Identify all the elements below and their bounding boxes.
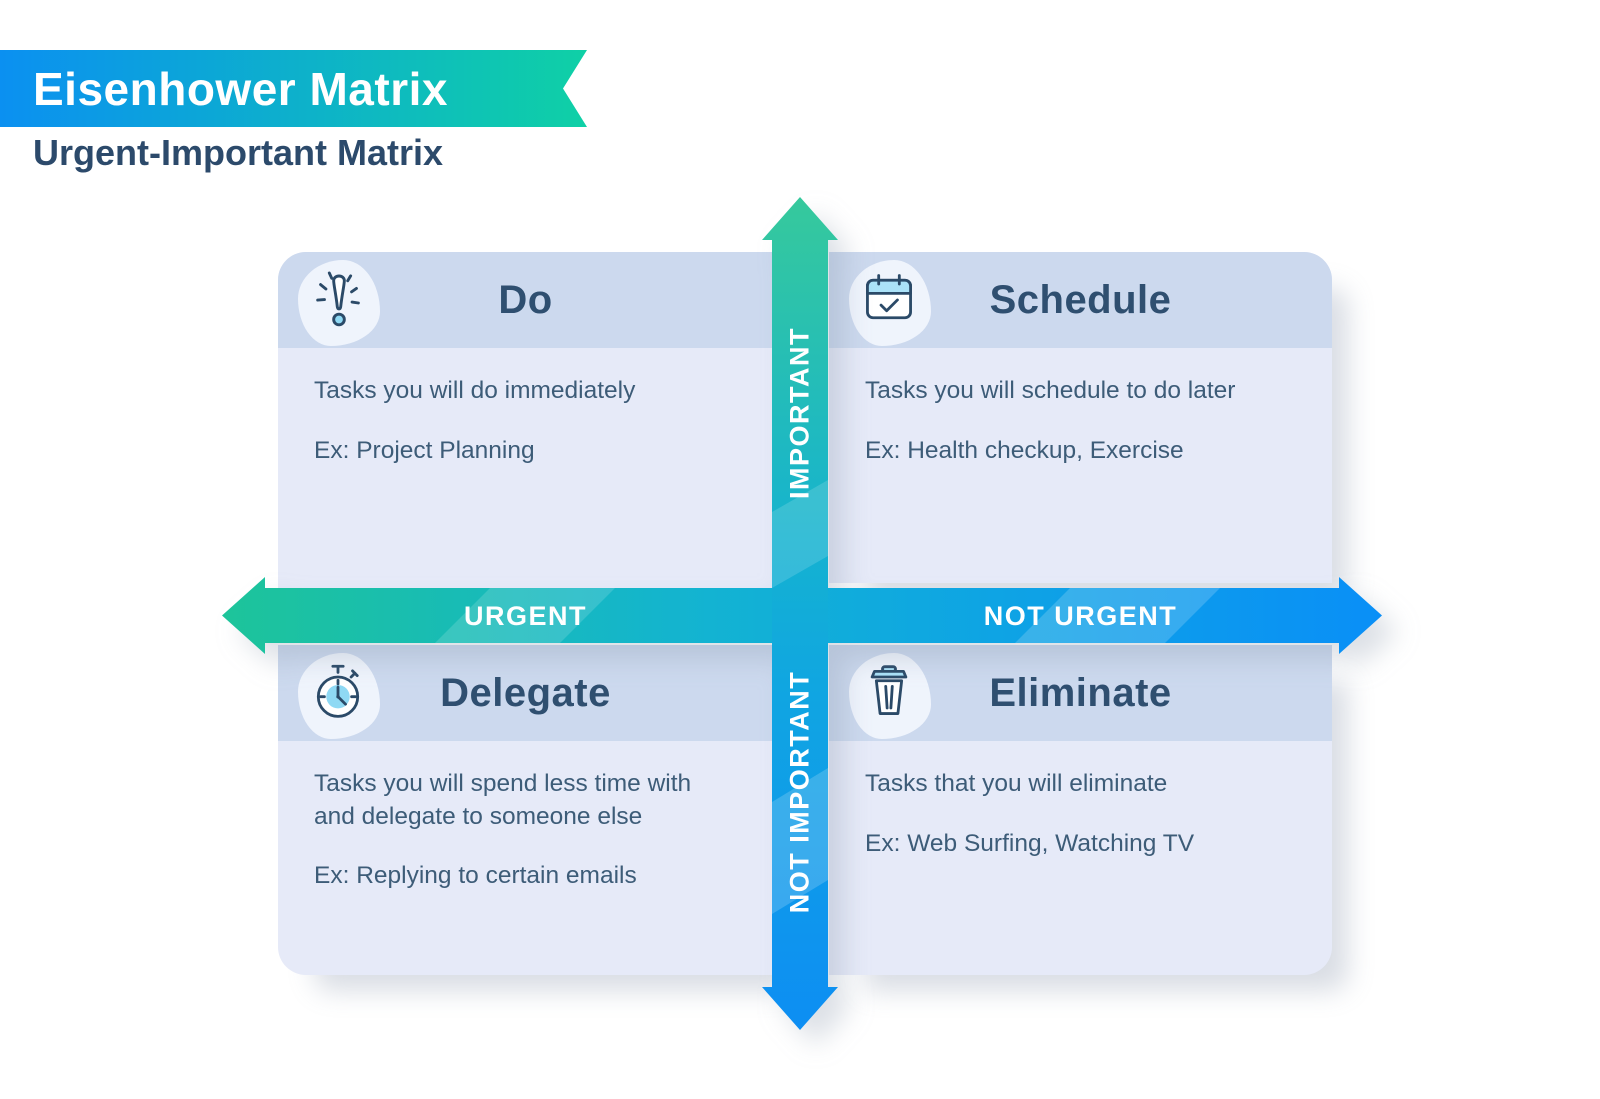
arrow-highlight	[435, 588, 615, 643]
stopwatch-icon	[298, 653, 380, 739]
page-title: Eisenhower Matrix	[33, 62, 448, 115]
quadrant-delegate-body: Tasks you will spend less time with and …	[278, 741, 773, 893]
axis-label-not-important: NOT IMPORTANT	[784, 670, 815, 914]
quadrant-do-body: Tasks you will do immediately Ex: Projec…	[278, 348, 773, 467]
quadrant-do-example: Ex: Project Planning	[314, 436, 535, 464]
quadrant-schedule-title: Schedule	[989, 278, 1172, 322]
axis-label-important: IMPORTANT	[784, 327, 815, 499]
page-subtitle: Urgent-Important Matrix	[33, 132, 444, 173]
trash-icon	[849, 653, 931, 739]
quadrant-schedule-card: Schedule Tasks you will schedule to do l…	[829, 252, 1332, 583]
quadrant-delegate-title: Delegate	[440, 671, 611, 715]
quadrant-eliminate-card: Eliminate Tasks that you will eliminate …	[829, 645, 1332, 975]
quadrant-eliminate-description: Tasks that you will eliminate	[865, 770, 1168, 797]
quadrant-do-card: Do Tasks you will do immediately Ex: Pro…	[278, 252, 773, 588]
axis-label-not-urgent: NOT URGENT	[983, 601, 1178, 631]
title-banner: Eisenhower Matrix	[0, 50, 587, 127]
quadrant-delegate-header: Delegate	[278, 645, 773, 741]
arrow-highlight	[1015, 588, 1220, 643]
quadrant-schedule-description: Tasks you will schedule to do later	[865, 377, 1236, 404]
exclamation-icon	[298, 260, 380, 346]
quadrant-delegate-card: Delegate Tasks you will spend less time …	[278, 645, 773, 975]
axis-label-urgent: URGENT	[464, 601, 587, 631]
arrow-highlight	[772, 480, 828, 588]
arrow-highlight	[772, 768, 828, 914]
quadrant-do-header: Do	[278, 252, 773, 348]
calendar-icon	[849, 260, 931, 346]
quadrant-eliminate-body: Tasks that you will eliminate Ex: Web Su…	[829, 741, 1332, 860]
quadrant-schedule-header: Schedule	[829, 252, 1332, 348]
quadrant-delegate-description: Tasks you will spend less time with and …	[314, 770, 692, 830]
quadrant-delegate-example: Ex: Replying to certain emails	[314, 862, 637, 890]
quadrant-schedule-example: Ex: Health checkup, Exercise	[865, 436, 1184, 464]
quadrant-do-title: Do	[498, 278, 553, 322]
quadrant-do-description: Tasks you will do immediately	[314, 377, 636, 404]
quadrant-eliminate-title: Eliminate	[989, 671, 1172, 715]
quadrant-eliminate-header: Eliminate	[829, 645, 1332, 741]
quadrant-eliminate-example: Ex: Web Surfing, Watching TV	[865, 829, 1195, 857]
vertical-axis-arrow	[762, 197, 838, 1030]
quadrant-schedule-body: Tasks you will schedule to do later Ex: …	[829, 348, 1332, 467]
